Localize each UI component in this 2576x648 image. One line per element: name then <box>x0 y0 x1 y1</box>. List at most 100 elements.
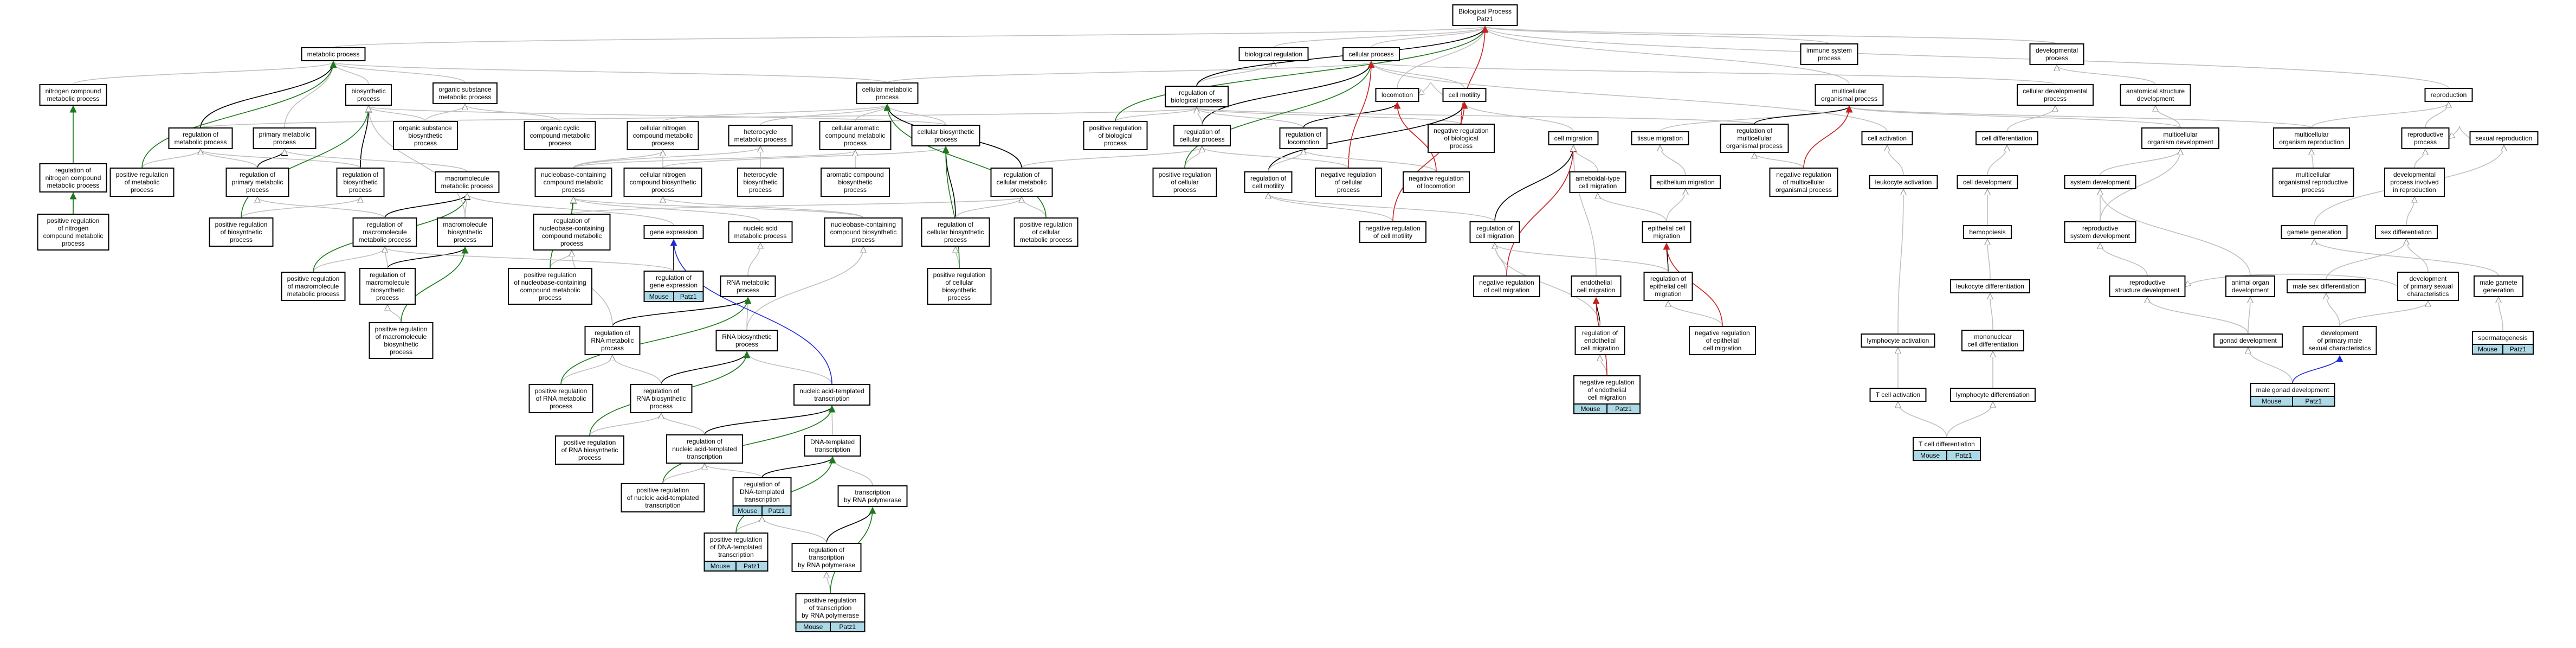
go-term-node[interactable]: leukocyte activation <box>1869 175 1938 189</box>
go-term-node[interactable]: gene expression <box>643 225 704 239</box>
go-term-node[interactable]: male sex differentiation <box>2287 279 2366 293</box>
go-term-node[interactable]: cell migration <box>1548 131 1599 145</box>
go-term-node[interactable]: sex differentiation <box>2375 225 2438 239</box>
go-term-node[interactable]: regulation ofDNA-templatedtranscriptionM… <box>732 477 792 516</box>
go-term-node[interactable]: T cell activation <box>1869 388 1927 402</box>
go-term-node[interactable]: reproduction <box>2424 88 2473 102</box>
go-term-node[interactable]: locomotion <box>1375 88 1419 102</box>
go-term-node[interactable]: cell activation <box>1861 131 1913 145</box>
go-term-node[interactable]: biological regulation <box>1238 47 1309 61</box>
go-term-node[interactable]: cellular process <box>1342 47 1400 61</box>
go-term-node[interactable]: regulation ofmacromoleculebiosyntheticpr… <box>359 268 416 305</box>
go-term-node[interactable]: cell differentiation <box>1975 131 2038 145</box>
go-term-node[interactable]: gamete generation <box>2281 225 2348 239</box>
go-term-node[interactable]: lymphocyte differentiation <box>1950 388 2036 402</box>
go-term-node[interactable]: gonad development <box>2213 333 2283 348</box>
go-term-node[interactable]: epithelium migration <box>1650 175 1721 189</box>
go-term-node[interactable]: sexual reproduction <box>2469 131 2539 145</box>
go-term-node[interactable]: regulation ofnucleobase-containingcompou… <box>533 214 611 251</box>
go-term-node[interactable]: cell motility <box>1442 88 1487 102</box>
